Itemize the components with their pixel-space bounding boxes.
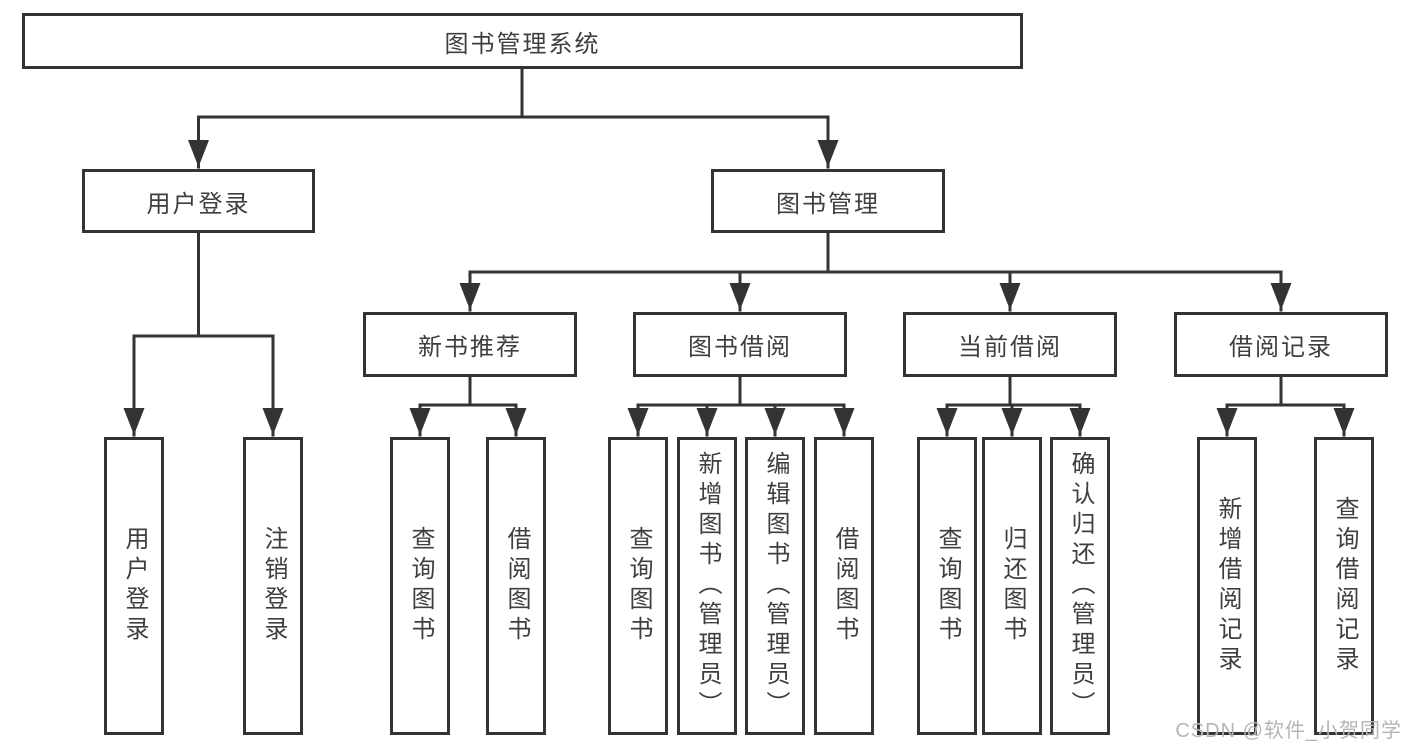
leaf-recommend-borrow-books: 借阅图书 [486, 437, 546, 735]
node-user-login: 用户登录 [82, 169, 315, 233]
node-label: 新书推荐 [418, 334, 522, 361]
leaf-current-return-books: 归还图书 [982, 437, 1042, 735]
leaf-records-query-record: 查询借阅记录 [1314, 437, 1374, 735]
leaf-label: 归还图书 [999, 526, 1026, 646]
node-borrowing-records: 借阅记录 [1174, 312, 1388, 377]
node-book-borrowing: 图书借阅 [633, 312, 847, 377]
node-library-management-system: 图书管理系统 [22, 13, 1023, 69]
node-label: 图书管理系统 [444, 30, 601, 58]
leaf-borrowing-query-books: 查询图书 [608, 437, 668, 735]
leaf-label: 编辑图书（管理员） [762, 451, 789, 721]
node-book-management: 图书管理 [711, 169, 945, 233]
node-label: 借阅记录 [1229, 334, 1333, 361]
leaf-label: 注销登录 [260, 526, 287, 646]
leaf-borrowing-borrow-books: 借阅图书 [814, 437, 874, 735]
node-label: 图书借阅 [688, 334, 792, 361]
leaf-label: 借阅图书 [831, 526, 858, 646]
leaf-current-query-books: 查询图书 [917, 437, 977, 735]
leaf-records-add-record: 新增借阅记录 [1197, 437, 1257, 735]
leaf-label: 用户登录 [121, 526, 148, 646]
leaf-label: 查询图书 [934, 526, 961, 646]
leaf-label: 查询图书 [407, 526, 434, 646]
node-label: 图书管理 [776, 190, 880, 218]
leaf-user-login: 用户登录 [104, 437, 164, 735]
leaf-label: 新增借阅记录 [1214, 496, 1241, 676]
csdn-watermark: CSDN @软件_小贺同学 [1175, 720, 1402, 742]
leaf-logout: 注销登录 [243, 437, 303, 735]
leaf-label: 确认归还（管理员） [1067, 451, 1094, 721]
leaf-label: 查询借阅记录 [1331, 496, 1358, 676]
leaf-borrowing-edit-books-admin: 编辑图书（管理员） [745, 437, 805, 735]
leaf-label: 查询图书 [625, 526, 652, 646]
leaf-current-confirm-return-admin: 确认归还（管理员） [1050, 437, 1110, 735]
leaf-recommend-query-books: 查询图书 [390, 437, 450, 735]
node-label: 当前借阅 [958, 334, 1062, 361]
node-new-book-recommendation: 新书推荐 [363, 312, 577, 377]
leaf-borrowing-add-books-admin: 新增图书（管理员） [677, 437, 737, 735]
node-label: 用户登录 [146, 190, 251, 218]
leaf-label: 借阅图书 [503, 526, 530, 646]
leaf-label: 新增图书（管理员） [694, 451, 721, 721]
node-current-borrowing: 当前借阅 [903, 312, 1117, 377]
